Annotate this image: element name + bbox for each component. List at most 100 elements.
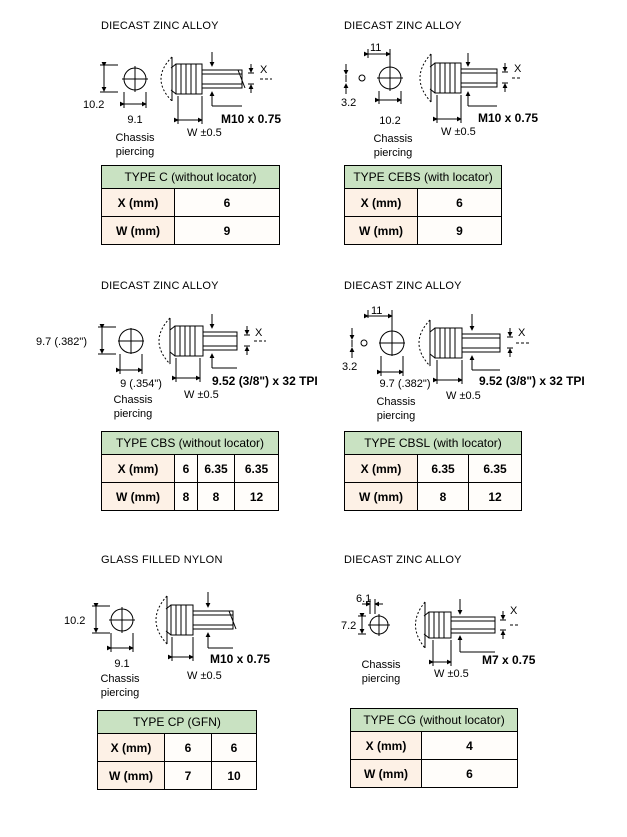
knob-drawing-cg [358,599,520,666]
chassis-label: Chassis [376,396,416,408]
knob-drawing-cbsl [349,310,530,384]
chassis-label: Chassis [100,673,140,685]
chassis-label: piercing [374,147,413,159]
table-cell: 9 [417,216,502,245]
table-title: TYPE C (without locator) [101,165,280,189]
chassis-label: piercing [116,146,155,158]
offset-dimension: 11 [370,42,381,54]
row-label: W (mm) [97,761,165,790]
table-title: TYPE CBSL (with locator) [344,431,522,455]
w-dimension: W ±0.5 [446,390,481,402]
offset-dimension: 11 [371,305,382,317]
x-dimension: X [514,63,522,75]
spec-table-cg: TYPE CG (without locator) X (mm) 4 W (mm… [350,708,518,788]
w-dimension: W ±0.5 [441,126,476,138]
row-label: W (mm) [101,216,175,245]
row-label: W (mm) [350,759,422,788]
table-title: TYPE CP (GFN) [97,710,257,734]
row-label: X (mm) [101,454,175,483]
row-label: W (mm) [101,482,175,511]
x-dimension: X [255,327,263,339]
thread-spec: M10 x 0.75 [221,112,281,126]
chassis-label: piercing [114,408,153,420]
row-label: X (mm) [97,733,165,762]
knob-drawing-c [100,52,272,124]
table-cell: 6.35 [234,454,279,483]
table-cell: 6.35 [417,454,469,483]
spec-table-cebs: TYPE CEBS (with locator) X (mm) 6 W (mm)… [344,165,502,245]
material-heading: DIECAST ZINC ALLOY [101,20,219,32]
table-row: W (mm) 9 [101,216,280,245]
chassis-dimension: 9 (.354") [120,378,162,390]
chassis-label: Chassis [373,133,413,145]
table-row: X (mm) 6.35 6.35 [344,454,522,483]
chassis-dimension: 10.2 [379,115,400,127]
locator-dimension: 3.2 [342,361,357,373]
x-dimension: X [510,605,518,617]
table-row: W (mm) 9 [344,216,502,245]
table-cell: 9 [174,216,280,245]
height-dimension: 9.7 (.382") [36,336,87,348]
knob-drawing-cp [92,592,237,661]
table-row: X (mm) 6 6 [97,733,257,762]
table-cell: 8 [197,482,235,511]
chassis-dimension: 9.1 [114,658,129,670]
table-cell: 12 [234,482,279,511]
chassis-label: Chassis [361,659,401,671]
table-title: TYPE CBS (without locator) [101,431,279,455]
table-row: X (mm) 6 [344,188,502,217]
x-dimension: X [518,327,526,339]
table-cell: 6 [164,733,212,762]
material-heading: DIECAST ZINC ALLOY [344,554,462,566]
spec-table-cbs: TYPE CBS (without locator) X (mm) 6 6.35… [101,431,279,511]
table-cell: 10 [211,761,257,790]
thread-spec: M7 x 0.75 [482,653,536,667]
table-row: W (mm) 8 8 12 [101,482,279,511]
thread-spec: 9.52 (3/8") x 32 TPI [479,374,585,388]
thread-spec: 9.52 (3/8") x 32 TPI [212,374,318,388]
table-row: W (mm) 7 10 [97,761,257,790]
row-label: X (mm) [101,188,175,217]
locator-dimension: 3.2 [341,97,356,109]
row-label: W (mm) [344,482,418,511]
table-title: TYPE CEBS (with locator) [344,165,502,189]
table-cell: 8 [174,482,198,511]
w-dimension: W ±0.5 [187,127,222,139]
table-cell: 6.35 [197,454,235,483]
w-dimension: W ±0.5 [434,668,469,680]
thread-spec: M10 x 0.75 [210,652,270,666]
chassis-dimension: 9.1 [127,114,142,126]
chassis-label: piercing [377,410,416,422]
w-dimension: W ±0.5 [187,670,222,682]
row-label: W (mm) [344,216,418,245]
material-heading: GLASS FILLED NYLON [101,554,223,566]
table-cell: 6 [174,188,280,217]
height-dimension: 7.2 [341,620,356,632]
chassis-label: piercing [362,673,401,685]
flat-dimension: 6.1 [356,593,371,605]
thread-spec: M10 x 0.75 [478,111,538,125]
table-cell: 6 [211,733,257,762]
table-row: X (mm) 6 [101,188,280,217]
material-heading: DIECAST ZINC ALLOY [344,280,462,292]
table-title: TYPE CG (without locator) [350,708,518,732]
table-cell: 4 [421,731,518,760]
table-row: X (mm) 6 6.35 6.35 [101,454,279,483]
material-heading: DIECAST ZINC ALLOY [344,20,462,32]
row-label: X (mm) [350,731,422,760]
table-cell: 8 [417,482,469,511]
table-cell: 6 [421,759,518,788]
w-dimension: W ±0.5 [184,389,219,401]
chassis-dimension: 9.7 (.382") [380,378,431,390]
table-cell: 6 [417,188,502,217]
table-cell: 6 [174,454,198,483]
chassis-label: Chassis [113,394,153,406]
table-row: W (mm) 8 12 [344,482,522,511]
height-dimension: 10.2 [64,615,85,627]
chassis-label: piercing [101,687,140,699]
table-cell: 12 [468,482,522,511]
height-dimension: 10.2 [83,99,104,111]
knob-drawing-cbs [98,314,266,382]
table-row: X (mm) 4 [350,731,518,760]
